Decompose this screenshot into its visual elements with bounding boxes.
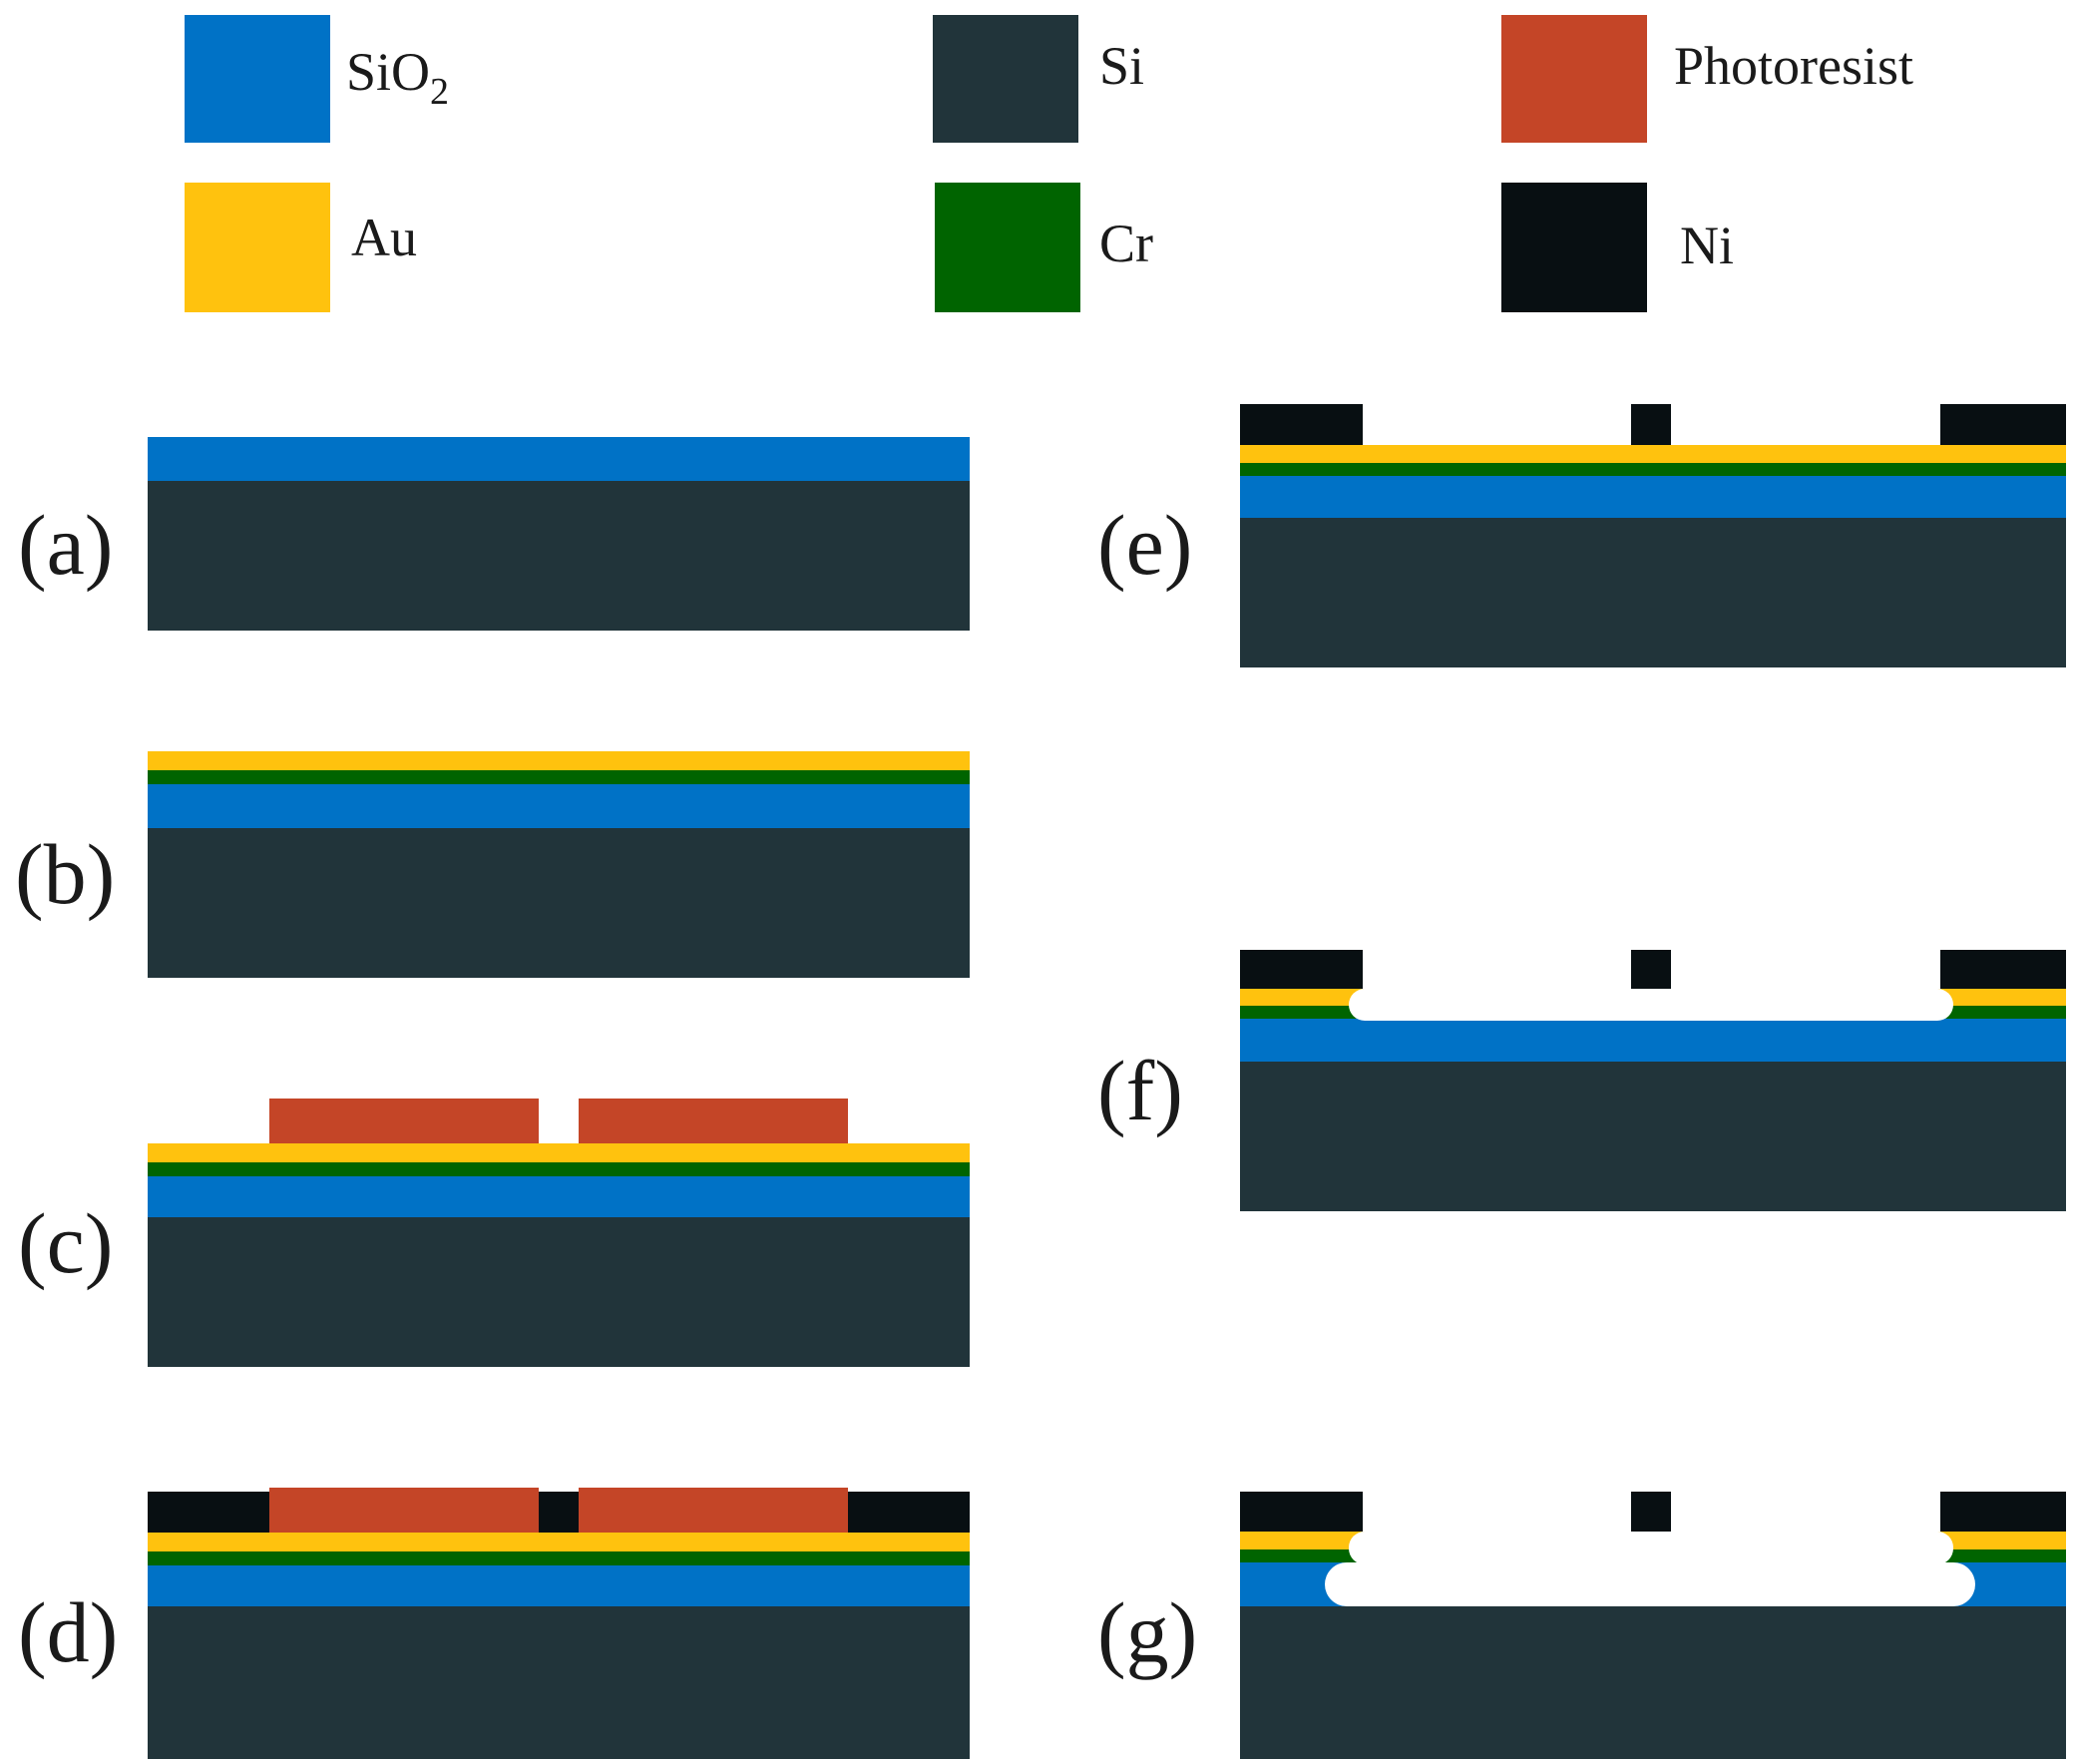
- ni-block-center: [1631, 950, 1671, 991]
- layer-au: [148, 751, 970, 772]
- layer-cr: [1240, 463, 2066, 478]
- layer-si: [1240, 518, 2066, 667]
- panel-a: (a): [18, 437, 970, 631]
- layer-sio2: [1240, 476, 2066, 520]
- photoresist-block-left: [269, 1099, 539, 1145]
- layer-si: [148, 1217, 970, 1367]
- panel-label-b: (b): [15, 826, 115, 922]
- legend-swatch-photoresist: [1501, 15, 1647, 143]
- legend-swatch-si: [933, 15, 1078, 143]
- ni-block-right: [1940, 404, 2066, 447]
- ni-block-right: [1940, 950, 2066, 991]
- layer-si: [1240, 1062, 2066, 1211]
- legend-label-au: Au: [351, 208, 417, 267]
- etched-cavity-metal: [1349, 1532, 1953, 1564]
- panel-label-g: (g): [1097, 1584, 1197, 1680]
- ni-block-right: [1940, 1492, 2066, 1534]
- etched-cavity-metal: [1349, 989, 1953, 1021]
- photoresist-block-right: [579, 1099, 848, 1145]
- legend-swatch-ni: [1501, 183, 1647, 312]
- ni-block-left: [1240, 950, 1363, 991]
- layer-cr: [148, 1162, 970, 1178]
- panel-c: (c): [18, 1099, 970, 1367]
- legend-swatch-sio2: [185, 15, 330, 143]
- legend-swatch-cr: [935, 183, 1080, 312]
- legend-label-ni: Ni: [1680, 216, 1734, 275]
- panel-b: (b): [15, 751, 970, 978]
- panel-e: (e): [1097, 404, 2066, 667]
- panel-g: (g): [1097, 1492, 2066, 1759]
- layer-au: [148, 1143, 970, 1164]
- panel-label-a: (a): [18, 497, 113, 593]
- layer-sio2: [148, 1176, 970, 1219]
- layer-cr: [148, 1551, 970, 1567]
- etched-cavity-oxide: [1325, 1562, 1975, 1606]
- layer-cr: [148, 770, 970, 786]
- layer-sio2: [148, 784, 970, 830]
- photoresist-block-left: [269, 1488, 539, 1535]
- panel-label-f: (f): [1097, 1043, 1183, 1138]
- legend-label-photoresist: Photoresist: [1674, 36, 1913, 96]
- ni-block-center: [1631, 1492, 1671, 1534]
- legend-label-si: Si: [1099, 36, 1144, 96]
- layer-si: [148, 481, 970, 631]
- panel-f: (f): [1097, 950, 2066, 1211]
- ni-block-left: [1240, 404, 1363, 447]
- ni-block-left: [1240, 1492, 1363, 1534]
- layer-si: [1240, 1606, 2066, 1759]
- panel-label-d: (d): [18, 1584, 118, 1680]
- ni-block-center: [1631, 404, 1671, 447]
- layer-sio2: [1240, 1019, 2066, 1064]
- panel-label-c: (c): [18, 1195, 113, 1291]
- legend: SiO2 Si Photoresist Au Cr Ni: [185, 15, 1913, 312]
- layer-sio2: [148, 437, 970, 483]
- legend-label-sio2: SiO2: [346, 42, 449, 113]
- panel-label-e: (e): [1097, 497, 1192, 593]
- photoresist-block-right: [579, 1488, 848, 1535]
- legend-swatch-au: [185, 183, 330, 312]
- layer-si: [148, 1606, 970, 1759]
- layer-si: [148, 828, 970, 978]
- layer-au: [148, 1533, 970, 1553]
- legend-label-cr: Cr: [1099, 214, 1153, 273]
- layer-sio2: [148, 1565, 970, 1608]
- layer-au: [1240, 445, 2066, 465]
- panel-d: (d): [18, 1488, 970, 1759]
